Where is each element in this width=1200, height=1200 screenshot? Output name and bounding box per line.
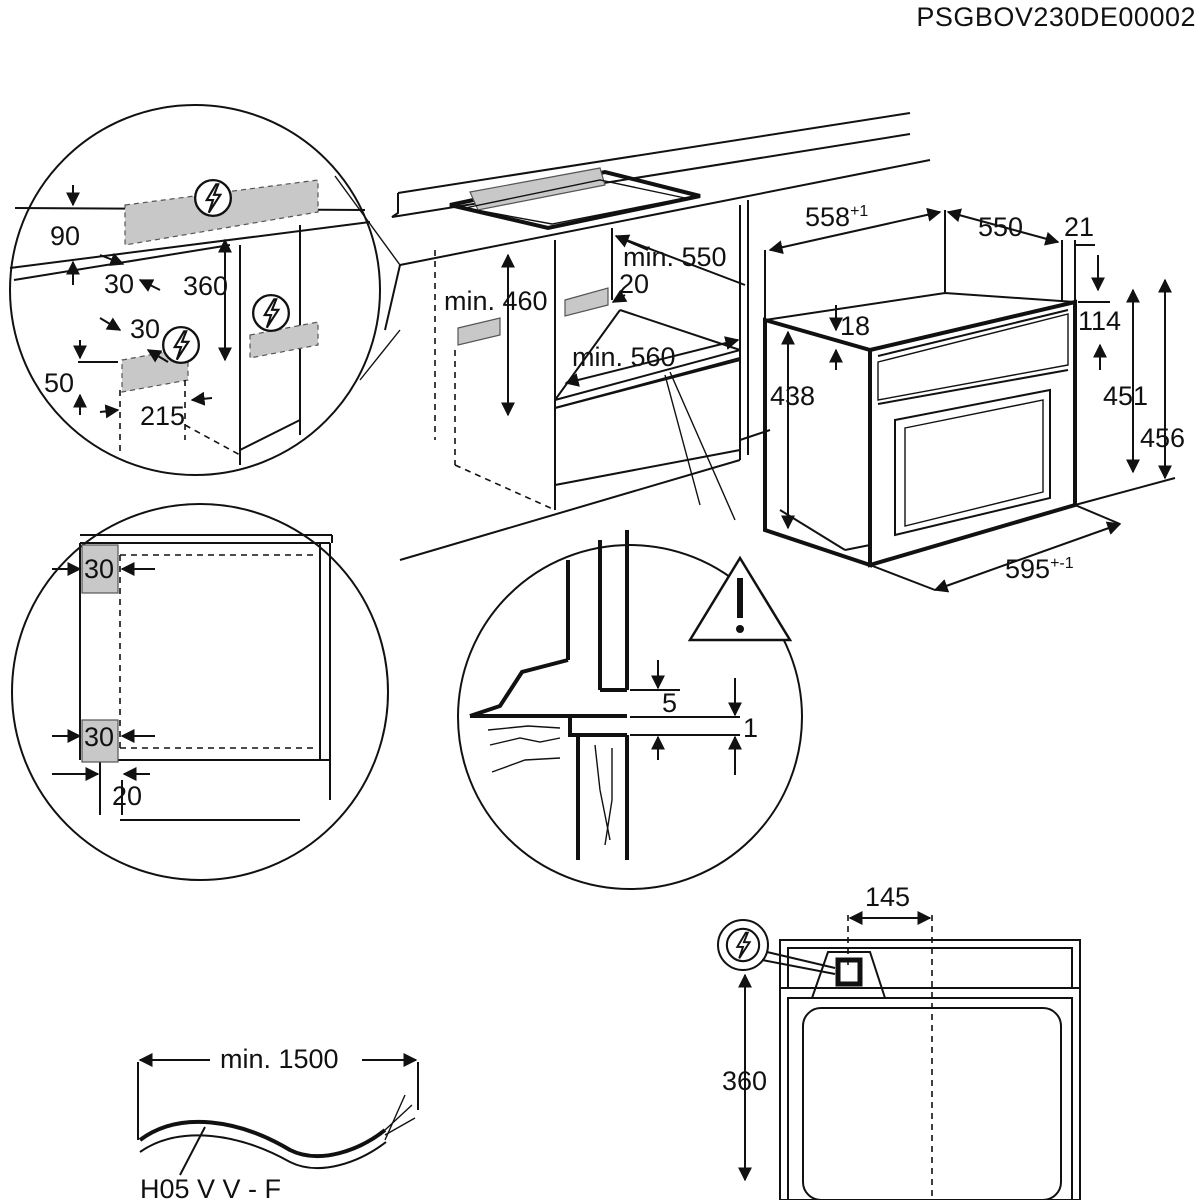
cable-type: H05 V V - F: [140, 1174, 281, 1200]
dim-20-main: 20: [619, 269, 649, 299]
socket-area-left: [457, 317, 501, 346]
dim-30-a: 30: [104, 269, 134, 299]
cable-drawing: min. 1500 H05 V V - F: [137, 1044, 419, 1200]
detail-top-left: 90 30 360 30 50 215: [9, 104, 401, 476]
dim-1: 1: [743, 713, 758, 743]
rear-view: 145 360: [717, 882, 1081, 1200]
document-code: PSGBOV230DE00002: [916, 2, 1196, 32]
electric-icon-top: [193, 178, 233, 218]
dim-min-560: min. 560: [572, 342, 676, 372]
cable-min-length: min. 1500: [220, 1044, 339, 1074]
dim-90: 90: [50, 221, 80, 251]
dim-114: 114: [1078, 306, 1121, 336]
dim-360-left: 360: [183, 271, 228, 301]
dim-456: 456: [1140, 423, 1185, 453]
dim-20-detail: 20: [112, 781, 142, 811]
main-cabinet-view: min. 460 min. 550 20 min. 560: [384, 112, 931, 561]
dim-550: 550: [978, 212, 1023, 242]
dim-145: 145: [865, 882, 910, 912]
dim-18: 18: [840, 311, 870, 341]
dim-360-rear: 360: [722, 1066, 767, 1096]
dim-30-top: 30: [84, 554, 114, 584]
electric-icon-rear: [717, 919, 836, 975]
detail-middle-left: 30 30 20: [11, 503, 389, 881]
dim-min-460: min. 460: [444, 286, 548, 316]
electric-icon-right: [251, 293, 291, 333]
detail-middle: 5 1: [457, 530, 803, 890]
hob-cutout: [449, 167, 701, 231]
dim-30-bottom: 30: [84, 722, 114, 752]
dim-30-b: 30: [130, 314, 160, 344]
dim-min-550: min. 550: [623, 242, 727, 272]
electric-icon-left: [161, 325, 201, 365]
dim-215: 215: [140, 401, 185, 431]
socket-area-right: [564, 287, 609, 317]
dim-438: 438: [770, 381, 815, 411]
dim-50: 50: [44, 368, 74, 398]
warning-icon: [687, 555, 793, 642]
dim-595: 595+-1: [1005, 554, 1074, 584]
dim-21: 21: [1064, 212, 1094, 242]
dim-5: 5: [662, 688, 677, 718]
dim-558: 558+1: [805, 202, 868, 232]
oven-drawing: 558+1 550 21 18 438 114 451 456 595+-1: [763, 202, 1185, 593]
dim-451: 451: [1103, 381, 1148, 411]
